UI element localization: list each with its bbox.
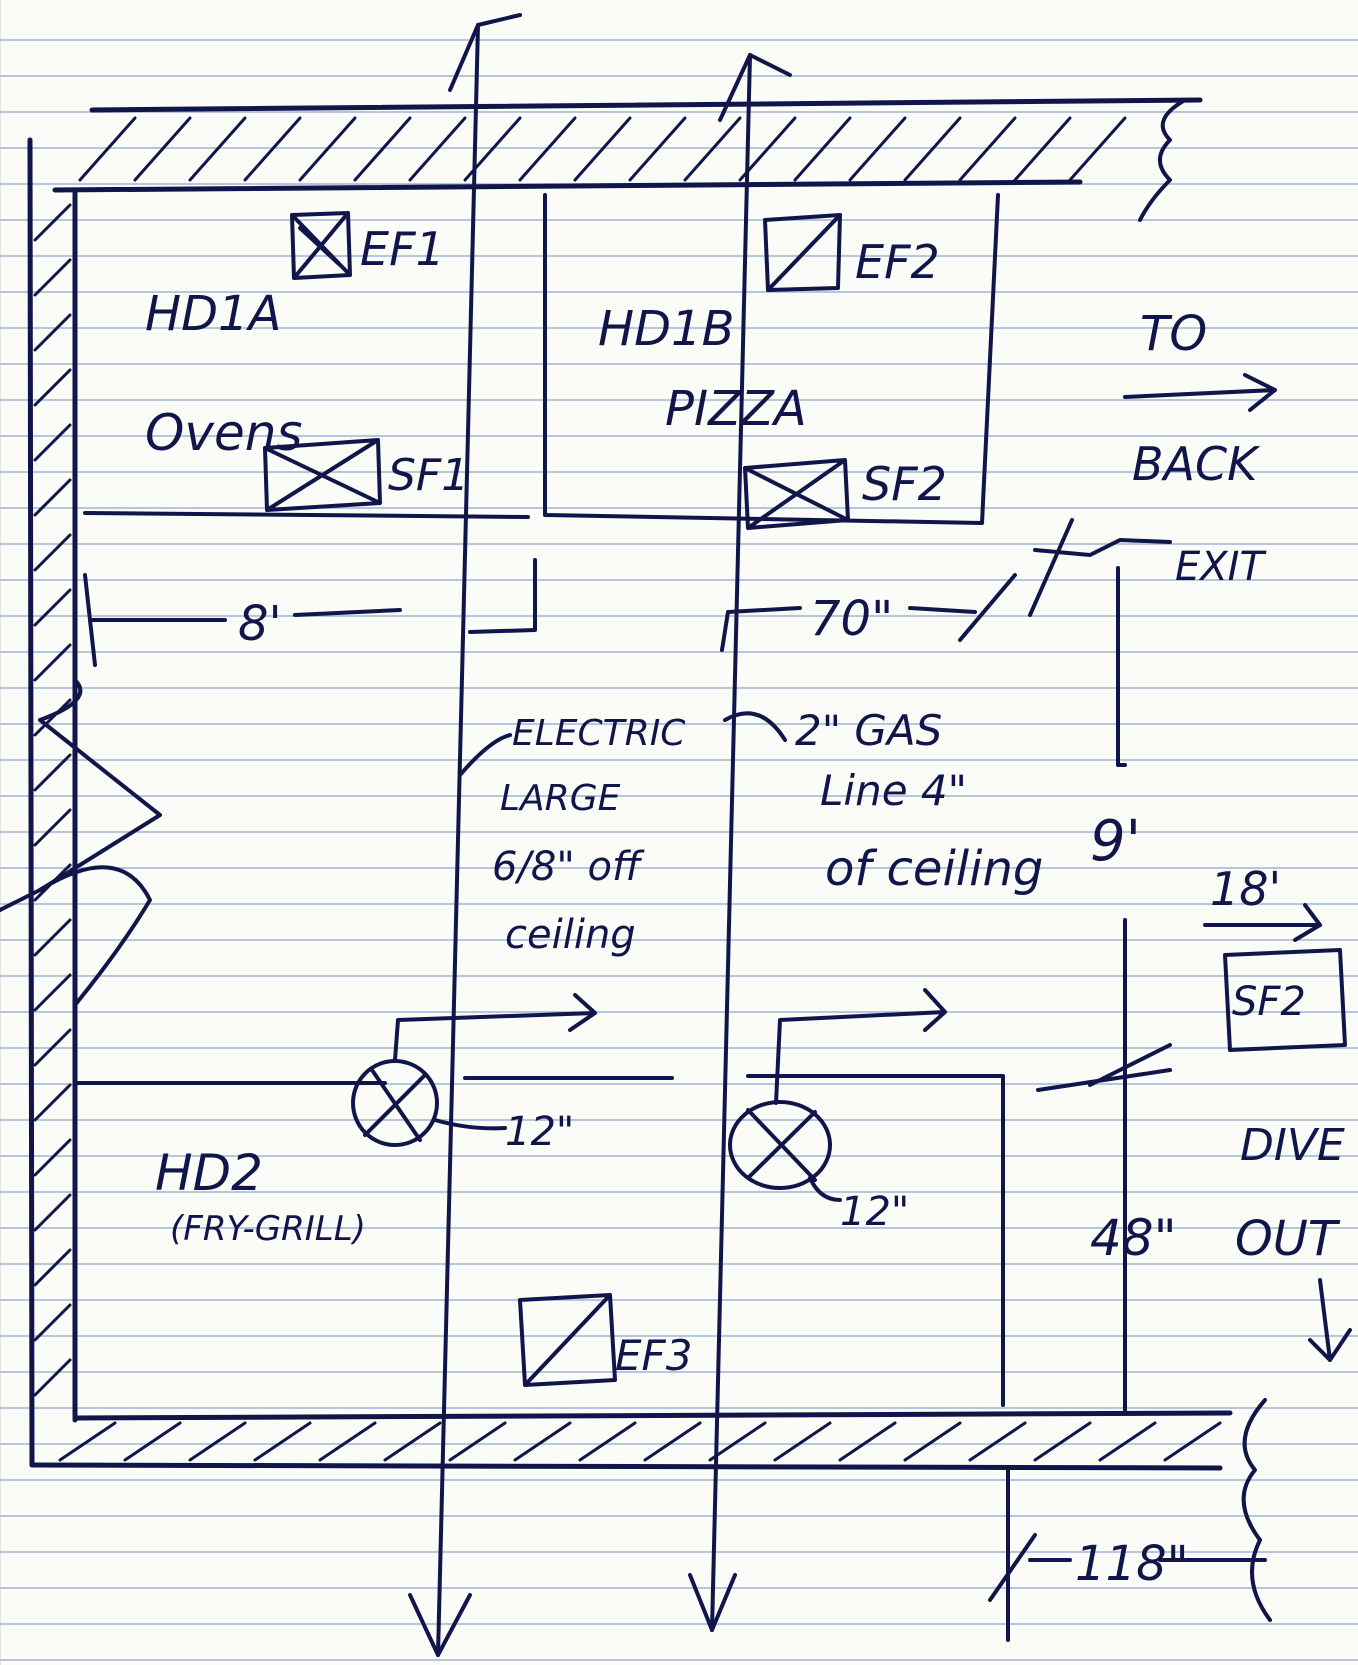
label-gas-2: Line 4" — [820, 766, 967, 815]
duct-12in-left — [351, 993, 597, 1147]
wall-break-symbol-top — [1138, 98, 1187, 222]
label-ef3: EF3 — [615, 1331, 692, 1380]
exhaust-fan-ef3 — [518, 1293, 617, 1387]
arrow-to-back-exit — [1123, 373, 1277, 412]
label-electric-4: ceiling — [505, 912, 636, 958]
label-hd1b: HD1B — [598, 301, 735, 357]
label-gas-3: of ceiling — [825, 841, 1043, 897]
label-gas-1: 2" GAS — [795, 706, 942, 755]
exhaust-fan-ef1 — [290, 211, 352, 280]
label-dive: DIVE — [1240, 1120, 1345, 1171]
label-exit: EXIT — [1175, 544, 1267, 590]
labels: HD1A Ovens EF1 SF1 HD1B PIZZA EF2 SF2 TO… — [145, 222, 1345, 1380]
dim-48in: 48" — [1090, 1209, 1177, 1267]
label-back: BACK — [1132, 437, 1261, 491]
dim-8ft: 8' — [238, 596, 282, 652]
leader-gas — [723, 711, 787, 742]
label-hd2: HD2 — [155, 1144, 263, 1202]
door-swing — [0, 678, 162, 1007]
leader-electric — [458, 733, 512, 777]
label-electric-3: 6/8" off — [492, 844, 645, 890]
label-pizza: PIZZA — [665, 381, 807, 437]
left-wall — [27, 137, 78, 1468]
label-to: TO — [1140, 306, 1207, 362]
dimension-9ft — [1028, 518, 1172, 1412]
label-electric-1: ELECTRIC — [512, 713, 686, 754]
section-line-right — [688, 53, 792, 1632]
section-line-left — [408, 13, 522, 1657]
label-ef1: EF1 — [360, 222, 445, 276]
bottom-wall — [29, 1410, 1233, 1471]
wall-break-symbol-bottom — [1241, 1398, 1272, 1622]
dim-70in: 70" — [810, 591, 893, 647]
hood-hd2 — [73, 1074, 1005, 1407]
label-out: OUT — [1235, 1211, 1341, 1267]
dimension-70in — [720, 573, 1017, 652]
label-hd2-sub: (FRY-GRILL) — [170, 1209, 366, 1249]
dim-12in-b: 12" — [840, 1189, 909, 1235]
label-ovens: Ovens — [145, 404, 302, 462]
arrow-dive-out — [1308, 1278, 1352, 1362]
hood-hd1a — [83, 511, 530, 519]
label-sf2: SF2 — [862, 457, 947, 511]
label-hd1a: HD1A — [145, 286, 281, 342]
dim-9ft: 9' — [1090, 809, 1141, 874]
exhaust-fan-ef2 — [763, 213, 842, 292]
label-electric-2: LARGE — [500, 778, 621, 819]
dimension-118in — [988, 1466, 1267, 1642]
dim-18ft: 18' — [1210, 862, 1281, 916]
dimension-8ft — [83, 558, 537, 667]
dimension-labels: 8' 70" 9' 18' 12" 12" 48" 118" — [238, 591, 1281, 1592]
arrow-18ft — [1203, 903, 1322, 942]
label-sf1: SF1 — [388, 450, 469, 501]
supply-fan-sf2 — [743, 458, 850, 530]
label-ef2: EF2 — [855, 235, 940, 289]
dim-12in-a: 12" — [505, 1109, 574, 1155]
dim-118in: 118" — [1075, 1536, 1189, 1592]
duct-12in-right — [728, 988, 947, 1202]
box-sf2 — [1223, 948, 1347, 1052]
label-sf2-box: SF2 — [1232, 979, 1306, 1025]
supply-fan-sf1 — [263, 438, 382, 512]
top-wall — [52, 97, 1203, 193]
